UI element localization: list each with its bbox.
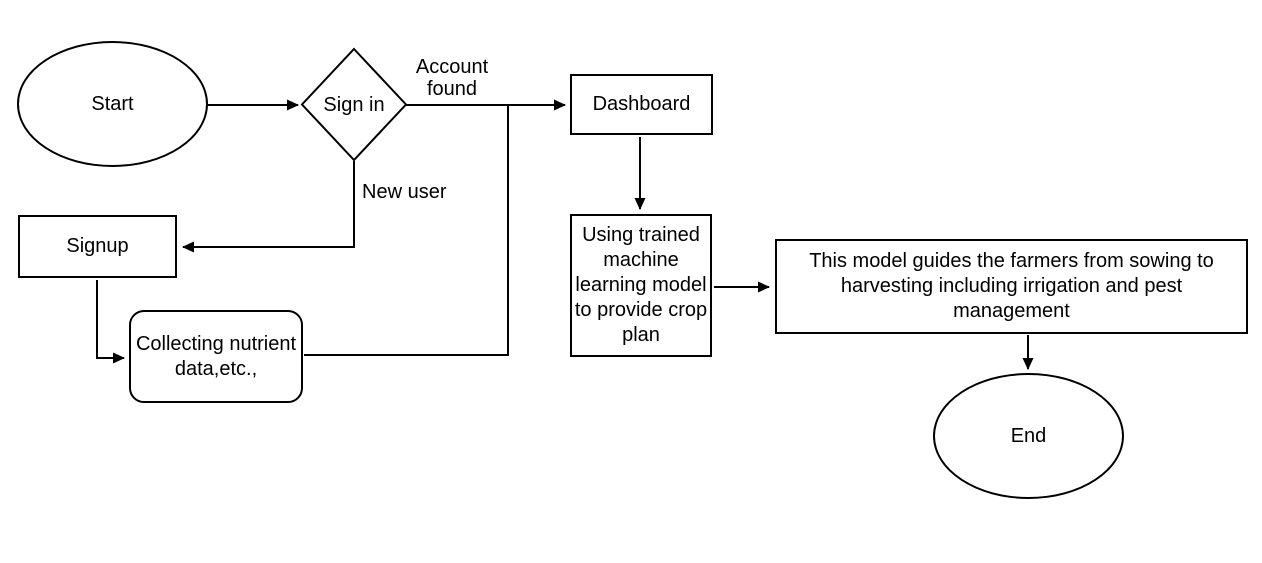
node-signin-label: Sign in (323, 93, 385, 116)
node-signup-label: Signup (66, 235, 129, 257)
edge-signin-to-signup (182, 161, 355, 253)
node-dashboard-label: Dashboard (592, 93, 691, 115)
node-start: Start (17, 41, 208, 167)
node-guidance: This model guides the farmers from sowin… (775, 239, 1248, 334)
node-end-label: End (1010, 424, 1047, 447)
edge-label-account-found: Account found (415, 56, 489, 100)
edge-label-new-user: New user (362, 181, 447, 203)
node-crop-plan-model-label: Using trained machine learning model to … (574, 224, 708, 346)
node-dashboard: Dashboard (570, 74, 713, 135)
node-crop-plan-model: Using trained machine learning model to … (570, 214, 712, 357)
signin-decision-diamond (300, 47, 408, 162)
edge-signup-to-collect (96, 280, 125, 364)
node-end: End (933, 373, 1124, 499)
edge-collect-to-dashboard-junction (304, 106, 509, 356)
node-start-label: Start (91, 92, 134, 115)
node-signup: Signup (18, 215, 177, 278)
node-collect-data-label: Collecting nutrient data,etc., (135, 332, 297, 380)
node-signin: Sign in (302, 92, 406, 118)
node-collect-data: Collecting nutrient data,etc., (129, 310, 303, 403)
node-guidance-label: This model guides the farmers from sowin… (809, 250, 1214, 322)
